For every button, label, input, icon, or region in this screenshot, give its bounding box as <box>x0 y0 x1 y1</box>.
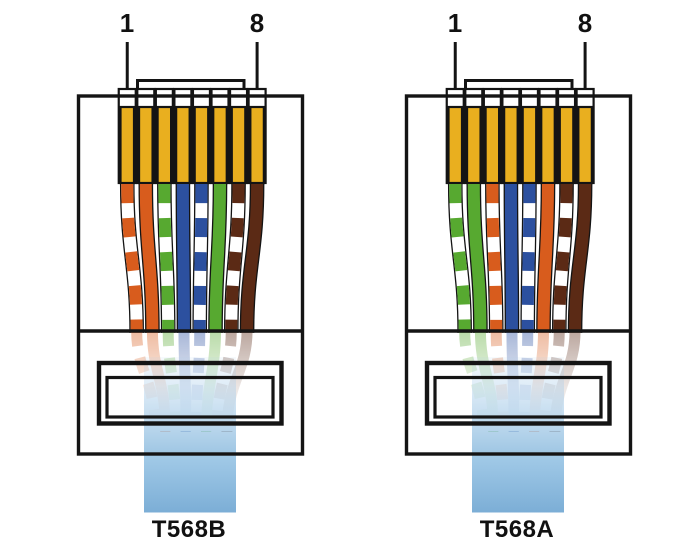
wire-pin4-blue <box>176 183 190 334</box>
pin-contact-8 <box>577 105 593 185</box>
strain-relief-outer <box>424 360 612 426</box>
wire-pin6-orange <box>537 183 554 334</box>
pin-contact-2 <box>465 105 482 185</box>
pin8-callout-label-t568a: 8 <box>578 8 592 38</box>
wire-stripes-pin7 <box>225 183 245 334</box>
pin8-callout-label-t568b: 8 <box>250 8 264 38</box>
connector-t568a <box>404 42 633 513</box>
pin-contact-5 <box>521 105 538 185</box>
cable-jacket <box>144 454 236 513</box>
wire-pin8-brown <box>241 183 264 334</box>
cable-jacket <box>472 454 564 513</box>
pin-contact-7 <box>230 105 247 185</box>
pin1-callout-label-t568a: 1 <box>448 8 462 38</box>
pin-contact-7 <box>558 105 575 185</box>
wire-pin6-green <box>209 183 226 334</box>
wires-upper <box>447 183 593 334</box>
wire-pin4-blue <box>504 183 518 334</box>
pin-contact-1 <box>447 105 464 185</box>
pin-contact-6 <box>540 105 556 185</box>
pin1-callout-label-t568b: 1 <box>120 8 134 38</box>
strain-relief-inner <box>433 375 603 419</box>
pin-contact-2 <box>137 105 154 185</box>
strain-relief-inner <box>105 375 275 419</box>
pin-contact-3 <box>484 105 501 185</box>
pin-contact-4 <box>503 105 519 185</box>
pin-contact-1 <box>119 105 136 185</box>
wire-stripes-pin1 <box>449 183 471 334</box>
wires-upper <box>119 183 265 334</box>
pin-contact-4 <box>175 105 191 185</box>
connector-body-outline <box>76 94 305 456</box>
standard-caption-t568a: T568A <box>480 516 555 542</box>
cable-inside-body <box>472 357 564 454</box>
connector-t568b <box>76 42 305 513</box>
pin-contact-5 <box>193 105 210 185</box>
wire-pin2-orange <box>139 183 159 334</box>
wire-pin8-brown <box>569 183 592 334</box>
pin-contact-8 <box>249 105 265 185</box>
pin-contact-6 <box>212 105 228 185</box>
strain-relief-outer <box>96 360 284 426</box>
standard-caption-t568b: T568B <box>152 516 227 542</box>
wire-stripes-pin1 <box>121 183 143 334</box>
wire-stripes-pin3 <box>486 183 503 334</box>
wire-stripes-pin7 <box>553 183 573 334</box>
wire-stripes-pin5 <box>521 183 536 334</box>
pin-contact-3 <box>156 105 173 185</box>
connector-body-outline <box>404 94 633 456</box>
wire-pin2-green <box>467 183 487 334</box>
wire-stripes-pin3 <box>158 183 175 334</box>
wire-stripes-pin5 <box>193 183 208 334</box>
diagram-art <box>76 42 633 513</box>
cable-inside-body <box>144 357 236 454</box>
